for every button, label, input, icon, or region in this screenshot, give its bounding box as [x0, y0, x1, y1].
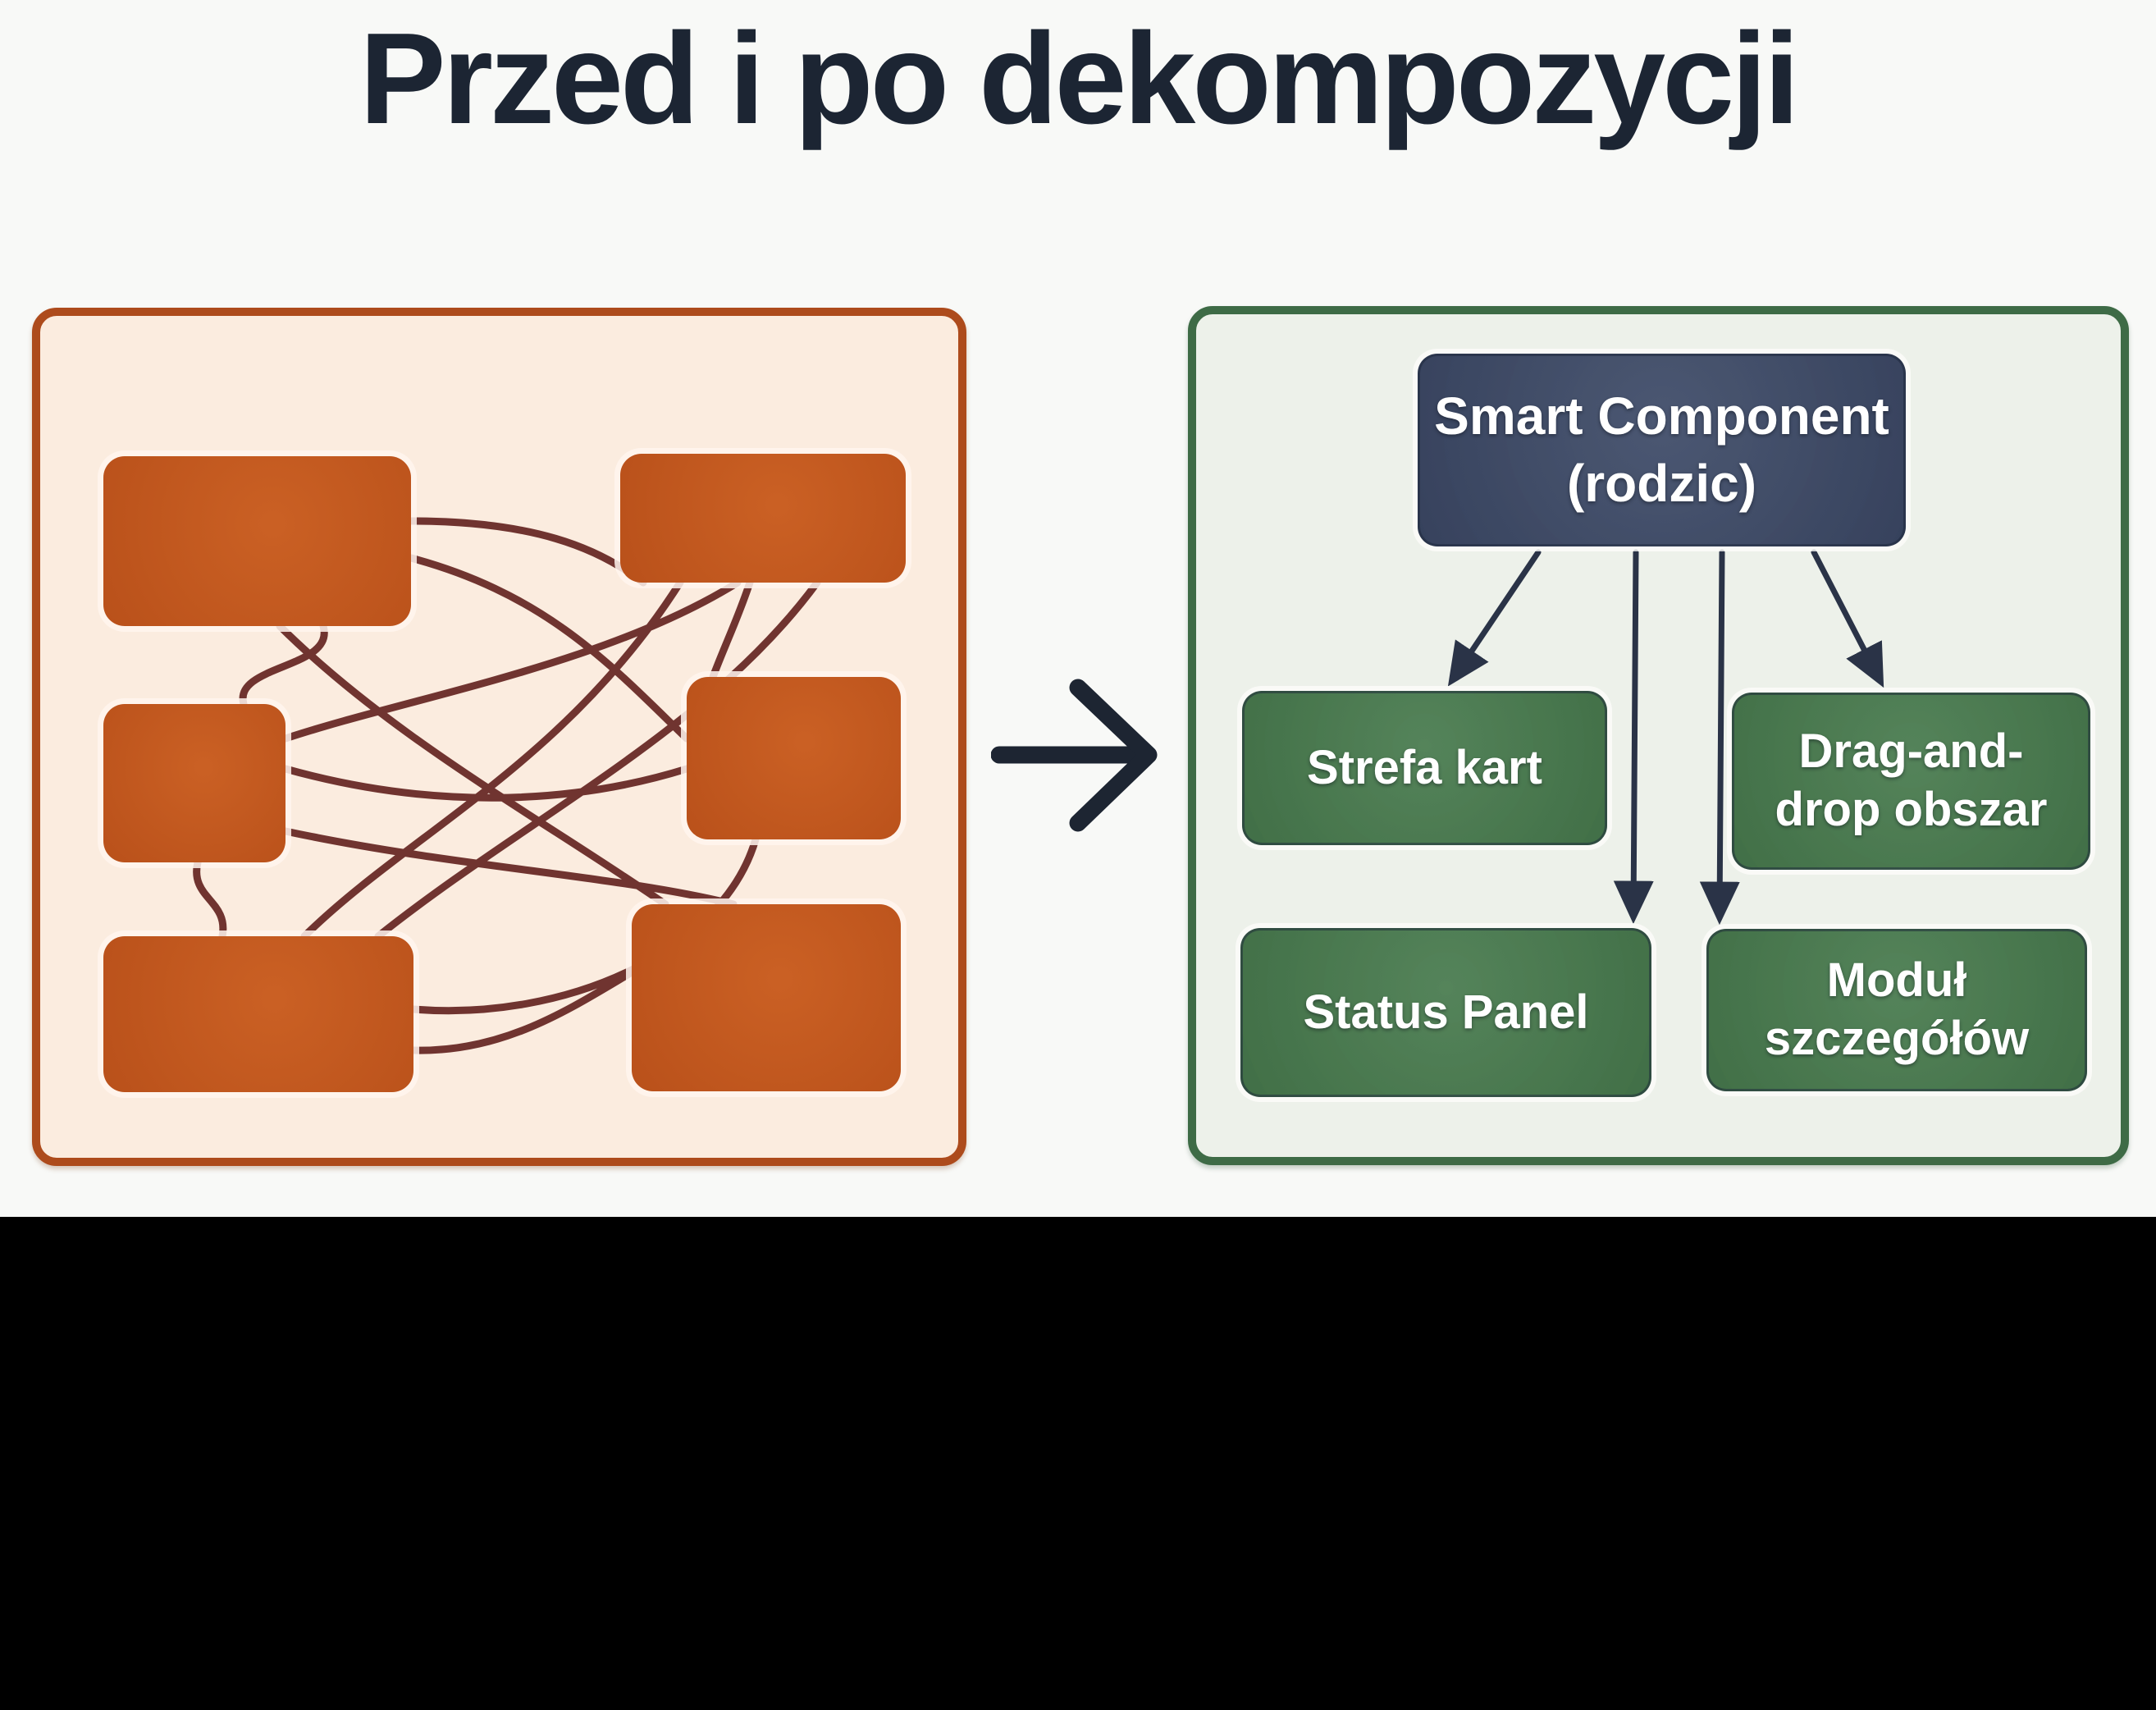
right-arrow-icon [991, 679, 1158, 832]
component-box-2 [620, 454, 906, 583]
decomposition-arrows [1447, 549, 1884, 926]
parent-component-box: Smart Component (rodzic) [1418, 354, 1906, 546]
child-box-modul-szczegolow: Moduł szczegółów [1706, 929, 2087, 1091]
child-box-drag-and-drop: Drag-and-drop obszar [1732, 693, 2090, 870]
page-title: Przed i po dekompozycji [359, 7, 1800, 151]
arrow-to-status-panel [1613, 549, 1654, 925]
tangle-lines [190, 514, 824, 1058]
child-box-status-panel: Status Panel [1240, 928, 1651, 1097]
child-box-strefa-kart: Strefa kart [1242, 691, 1607, 845]
after-panel: Smart Component (rodzic) Strefa kart Dra… [1188, 306, 2129, 1165]
tangle-strokes [193, 517, 821, 1054]
before-panel [32, 308, 966, 1166]
child-box-label: Drag-and-drop obszar [1775, 725, 2048, 836]
parent-component-label-line2: (rodzic) [1566, 453, 1757, 513]
child-box-label: Moduł szczegółów [1764, 953, 2030, 1065]
arrow-to-dragdrop [1811, 549, 1884, 688]
component-box-3 [103, 704, 285, 862]
parent-component-label-line1: Smart Component [1434, 386, 1889, 446]
component-box-4 [687, 677, 901, 839]
arrow-to-modul [1699, 549, 1740, 926]
child-box-label: Strefa kart [1307, 740, 1542, 794]
component-box-6 [632, 904, 901, 1091]
component-box-1 [103, 456, 411, 626]
component-box-5 [103, 936, 413, 1092]
arrow-to-strefa-kart [1447, 549, 1542, 687]
child-box-label: Status Panel [1303, 985, 1589, 1039]
bottom-bar [0, 1217, 2156, 1710]
